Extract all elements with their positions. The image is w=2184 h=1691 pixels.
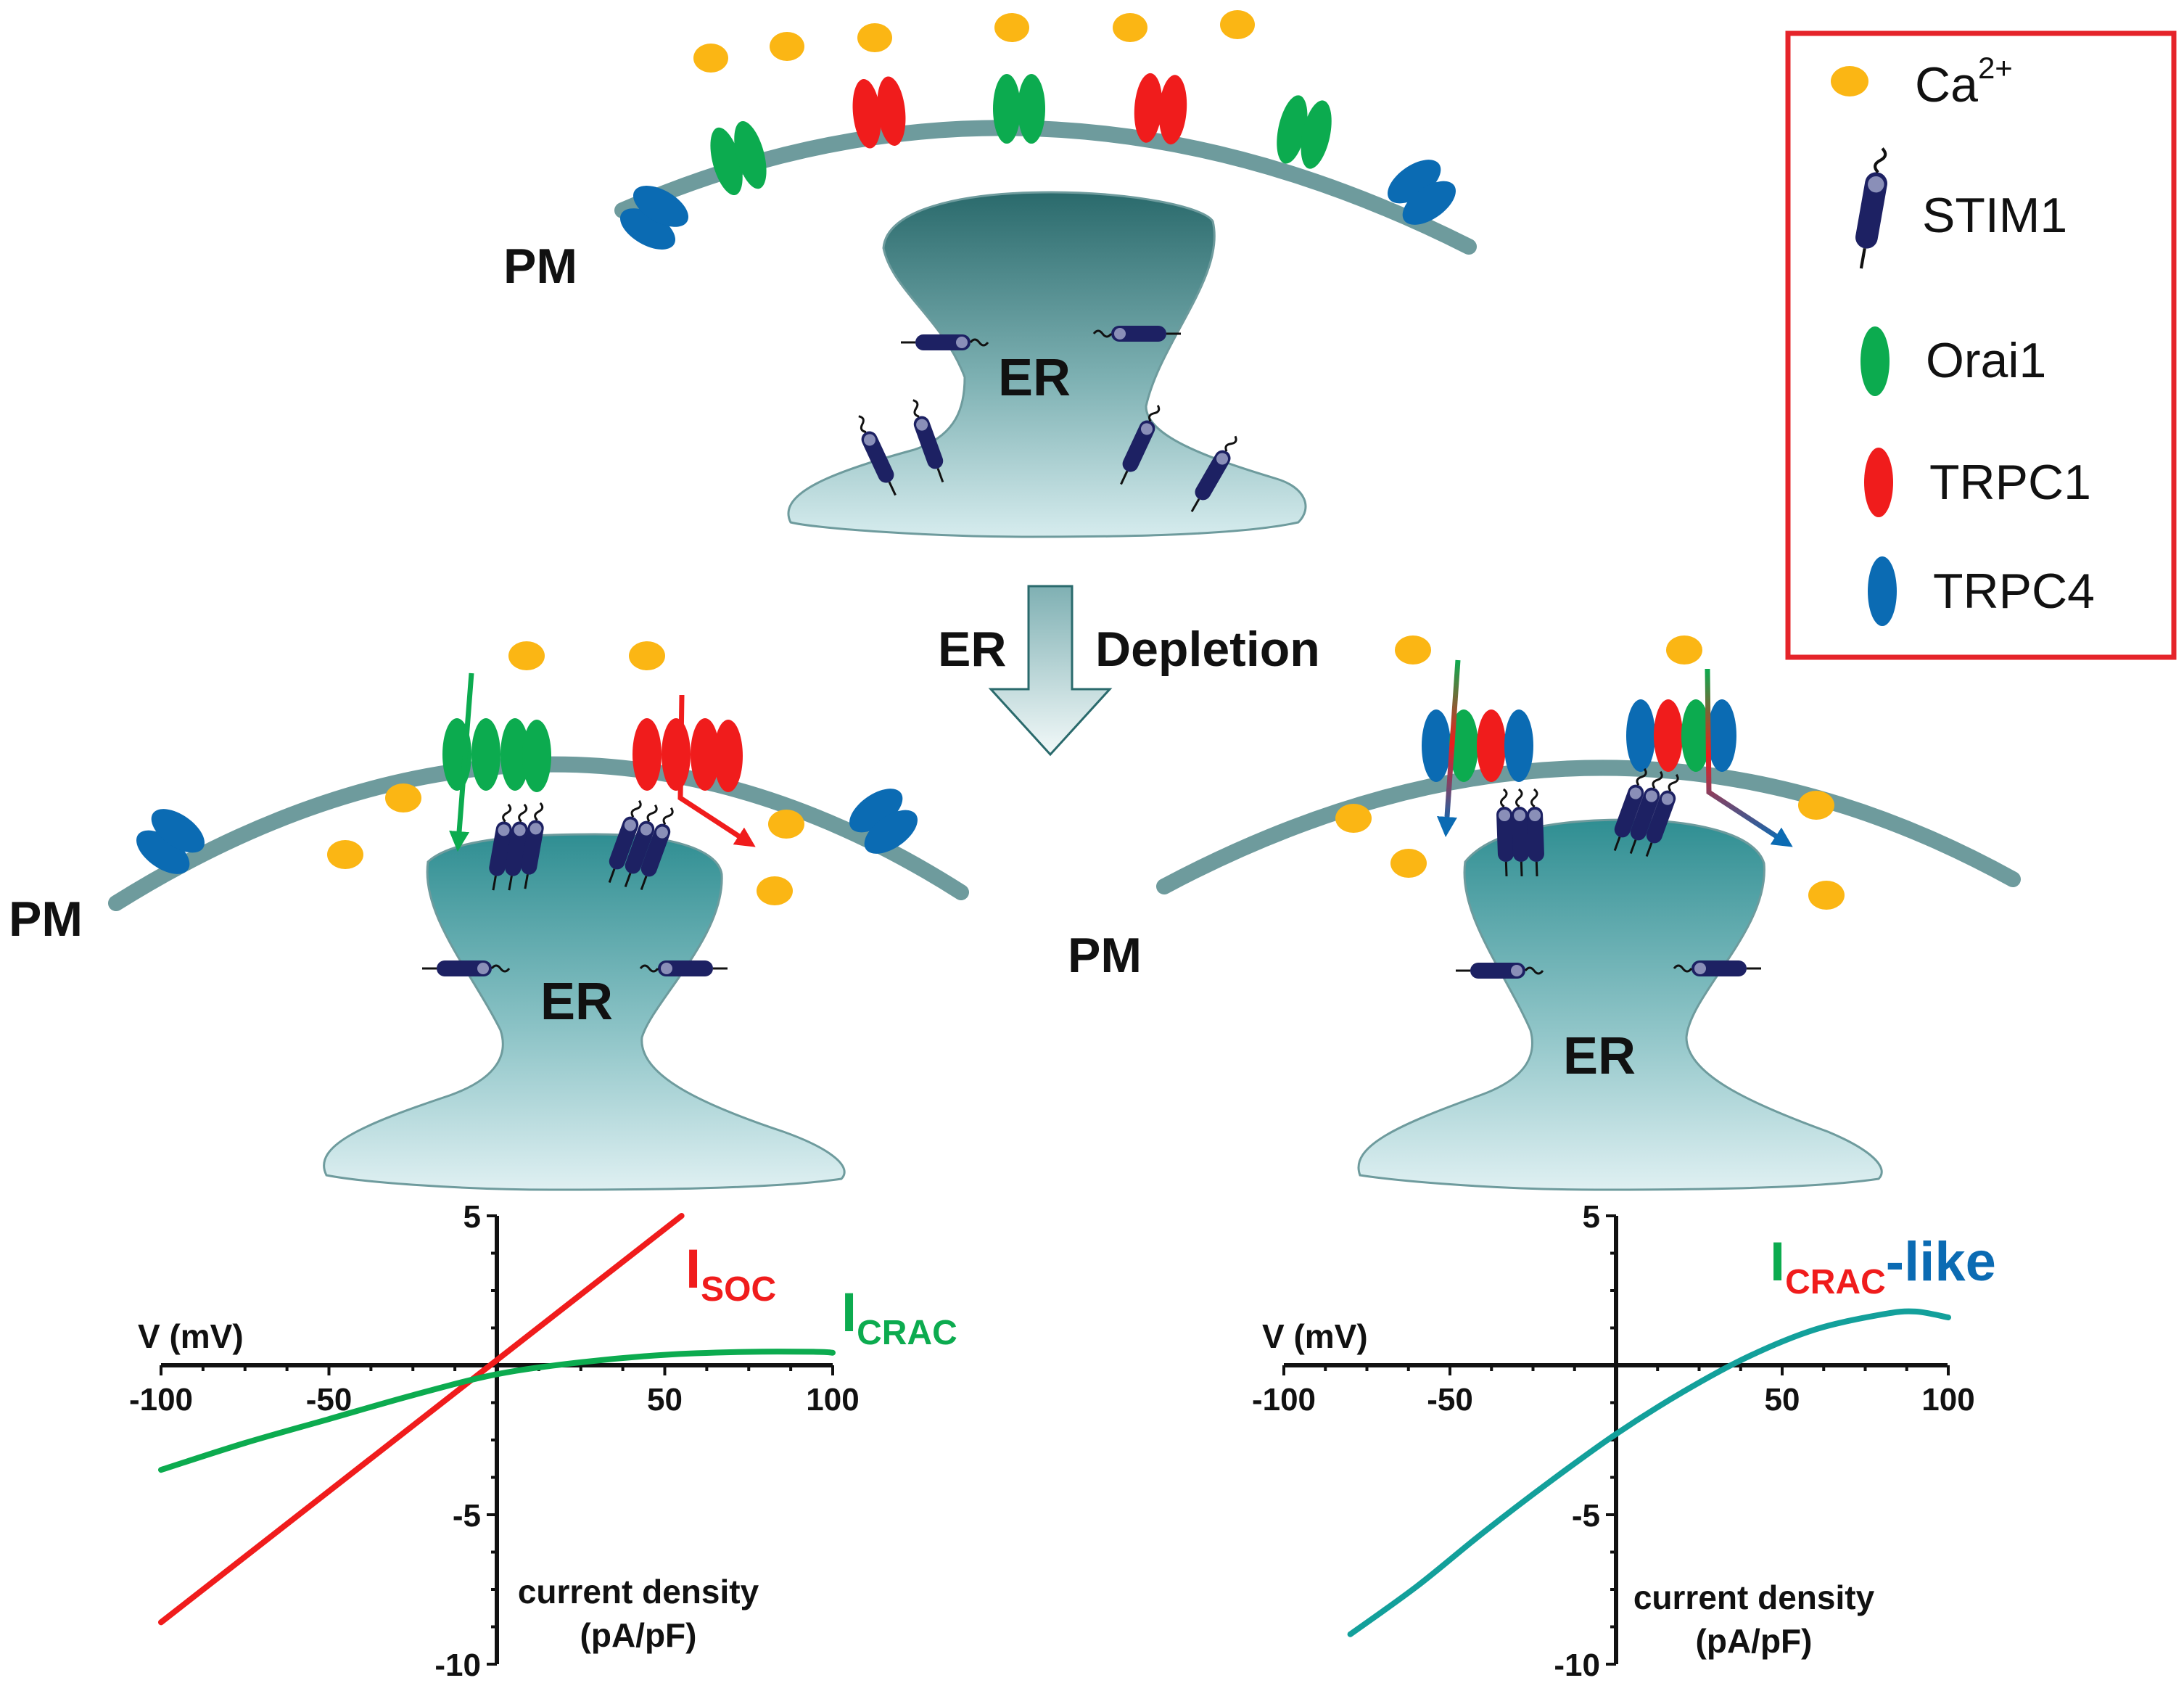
er-right bbox=[1357, 818, 1883, 1191]
y-tick-label: 5 bbox=[1583, 1199, 1600, 1235]
heteromer-channel-left bbox=[1422, 709, 1533, 782]
calcium-ions-left bbox=[327, 641, 804, 905]
y-tick-label: -5 bbox=[453, 1498, 481, 1534]
y-tick-label: -10 bbox=[434, 1647, 481, 1683]
trpc1-channel bbox=[1134, 73, 1187, 145]
trpc4-channel bbox=[136, 809, 205, 874]
x-tick-label: 50 bbox=[647, 1382, 683, 1418]
current-density-unit: (pA/pF) bbox=[1696, 1622, 1813, 1660]
isoc-label: ISOC bbox=[685, 1238, 776, 1309]
bottom-right-panel: ER PM bbox=[1068, 635, 2021, 1191]
legend-trpc4: TRPC4 bbox=[1933, 564, 2095, 619]
orai1-cluster bbox=[442, 718, 551, 792]
er-label-right: ER bbox=[1563, 1027, 1636, 1085]
calcium-ions-top bbox=[693, 10, 1255, 73]
orai1-flux-arrow bbox=[449, 672, 474, 852]
legend-trpc1: TRPC1 bbox=[1929, 455, 2091, 510]
orai1-icon bbox=[1860, 326, 1890, 396]
trpc1-icon bbox=[1864, 448, 1893, 517]
trpc4-channel bbox=[1388, 160, 1456, 225]
pm-label-right: PM bbox=[1068, 928, 1142, 983]
x-tick-label: -50 bbox=[306, 1382, 353, 1418]
current-density-label: current density bbox=[518, 1573, 759, 1610]
legend: Ca2+ STIM1 Orai1 TRPC1 TRPC4 bbox=[1785, 30, 2177, 660]
x-tick-label: 50 bbox=[1765, 1382, 1800, 1418]
trpc1-channel bbox=[852, 76, 906, 149]
bottom-left-panel: ER PM bbox=[9, 641, 969, 1191]
current-density-label: current density bbox=[1633, 1579, 1875, 1616]
orai1-channel bbox=[1277, 95, 1332, 169]
plasma-membrane-right bbox=[1156, 760, 2021, 894]
trpc4-channel bbox=[620, 186, 688, 250]
x-tick-label: -100 bbox=[129, 1382, 193, 1418]
trpc4-channel bbox=[849, 789, 918, 854]
iv-graph-right: -100 -50 50 100 5 -5 -10 V (mV) current densit… bbox=[1252, 1199, 1996, 1683]
current-density-unit: (pA/pF) bbox=[580, 1616, 697, 1654]
series-line bbox=[1347, 1308, 1951, 1637]
arrow-label-left: ER bbox=[938, 622, 1006, 677]
heteromer-flux-arrow bbox=[1705, 668, 1793, 847]
legend-ca: Ca2+ bbox=[1915, 51, 2013, 112]
heteromer-channel-right bbox=[1626, 699, 1736, 772]
y-tick-label: 5 bbox=[463, 1199, 481, 1235]
series-line bbox=[158, 1213, 685, 1626]
y-tick-label: -10 bbox=[1554, 1647, 1600, 1683]
orai1-channel bbox=[710, 120, 767, 196]
x-tick-label: 100 bbox=[806, 1382, 859, 1418]
x-tick-label: 100 bbox=[1921, 1382, 1974, 1418]
heteromer-flux-arrow bbox=[1437, 659, 1461, 837]
trpc1-flux-arrow bbox=[677, 694, 756, 847]
calcium-ions-right bbox=[1335, 635, 1845, 910]
trpc4-icon bbox=[1868, 556, 1897, 626]
y-tick-label: -5 bbox=[1572, 1498, 1600, 1534]
arrow-label-right: Depletion bbox=[1095, 622, 1320, 677]
er-depletion-arrow: ER Depletion bbox=[938, 585, 1320, 757]
pm-label-top: PM bbox=[503, 239, 577, 294]
icrac-label: ICRAC bbox=[841, 1282, 957, 1352]
legend-orai1: Orai1 bbox=[1926, 333, 2046, 388]
series-line bbox=[158, 1349, 836, 1473]
legend-stim1: STIM1 bbox=[1922, 188, 2067, 243]
x-tick-label: -100 bbox=[1252, 1382, 1316, 1418]
v-axis-label: V (mV) bbox=[138, 1317, 244, 1355]
iv-graph-left: -100 -50 50 100 5 -5 -10 V (mV) current densit… bbox=[129, 1199, 957, 1683]
er-left bbox=[323, 833, 846, 1191]
legend-box bbox=[1785, 30, 2177, 660]
icrac-like-label: ICRAC-like bbox=[1770, 1231, 1996, 1301]
ca-icon bbox=[1831, 66, 1868, 96]
x-tick-label: -50 bbox=[1427, 1382, 1473, 1418]
er-label-left: ER bbox=[540, 973, 613, 1031]
er-label-top: ER bbox=[998, 349, 1071, 407]
orai1-channel bbox=[993, 74, 1045, 144]
pm-label-left: PM bbox=[9, 892, 83, 947]
top-panel: ER PM bbox=[503, 10, 1477, 538]
v-axis-label: V (mV) bbox=[1262, 1317, 1368, 1355]
